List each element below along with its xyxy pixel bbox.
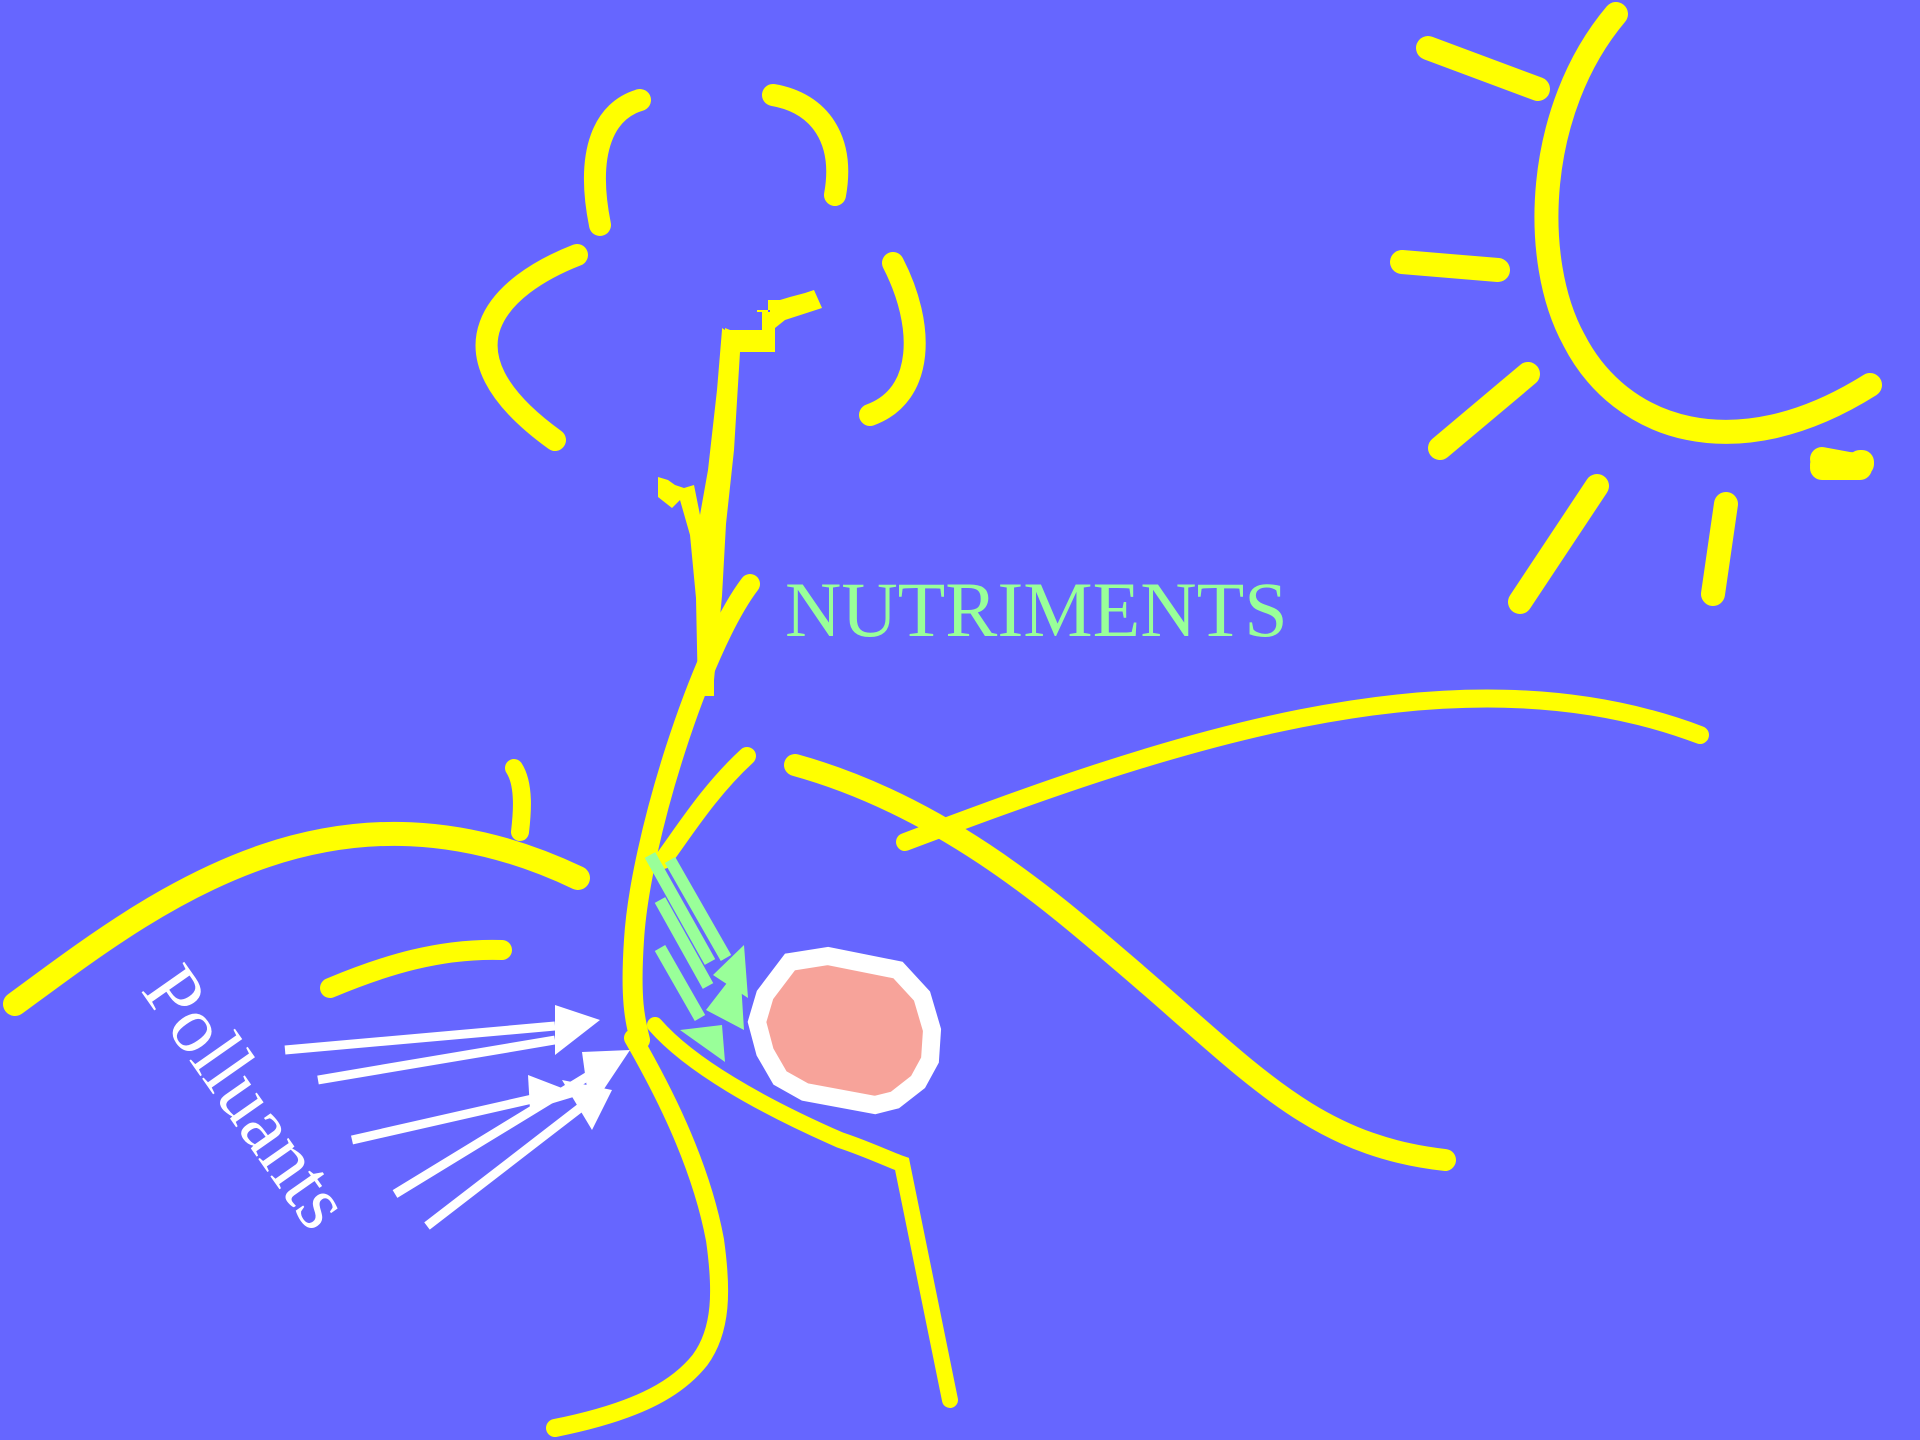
soil-particle-icon <box>757 956 932 1105</box>
sun-ray <box>1402 262 1498 270</box>
particle-body <box>757 956 932 1105</box>
nutrients-label: NUTRIMENTS <box>785 566 1288 653</box>
leaf-tip-left <box>514 768 522 832</box>
sun-ray <box>1713 504 1726 594</box>
